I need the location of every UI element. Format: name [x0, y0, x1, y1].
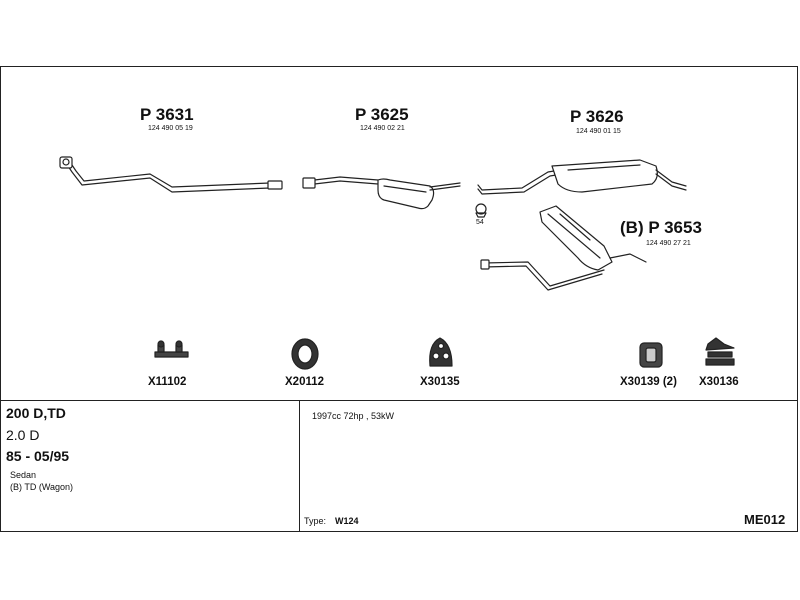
accessory-code-x30136: X30136 [699, 376, 739, 388]
engine-spec: 1997cc 72hp , 53kW [312, 411, 395, 421]
type-value: W124 [335, 516, 359, 526]
front-pipe-p3631 [59, 156, 283, 193]
part-title-p3653: (B) P 3653 [620, 218, 702, 237]
part-number-p3625: 124 490 02 21 [360, 125, 405, 132]
bolt-set-icon [154, 340, 189, 358]
type-label: Type: [304, 516, 327, 526]
divider-horizontal [0, 400, 798, 401]
ring-gasket-icon [291, 338, 319, 370]
accessory-code-x30135: X30135 [420, 376, 460, 388]
clamp-icon [475, 203, 487, 218]
divider-vertical [299, 400, 300, 532]
part-title-p3625: P 3625 [355, 105, 409, 124]
middle-silencer-p3625 [302, 176, 461, 210]
accessory-code-x20112: X20112 [285, 376, 325, 388]
diagram-frame [0, 66, 798, 532]
vehicle-variant: (B) TD (Wagon) [10, 482, 74, 492]
vehicle-engine: 2.0 D [6, 427, 40, 443]
vehicle-body: Sedan [10, 470, 37, 480]
part-number-p3631: 124 490 05 19 [148, 125, 193, 132]
diagram-code: ME012 [744, 512, 786, 527]
part-number-p3626: 124 490 01 15 [576, 128, 621, 135]
part-title-p3631: P 3631 [140, 105, 194, 124]
part-number-p3653: 124 490 27 21 [646, 240, 691, 247]
clamp-label: 54 [476, 219, 484, 226]
wagon-silencer-p3653 [480, 205, 647, 291]
rubber-block-icon [639, 342, 663, 368]
vehicle-years: 85 - 05/95 [6, 448, 70, 464]
accessory-code-x30139: X30139 (2) [620, 376, 677, 388]
accessory-code-x11102: X11102 [148, 376, 187, 388]
rubber-mount-icon [705, 337, 735, 366]
vehicle-model: 200 D,TD [6, 405, 66, 421]
rear-silencer-p3626 [477, 159, 687, 195]
part-title-p3626: P 3626 [570, 107, 624, 126]
rubber-hanger-icon [429, 337, 453, 367]
